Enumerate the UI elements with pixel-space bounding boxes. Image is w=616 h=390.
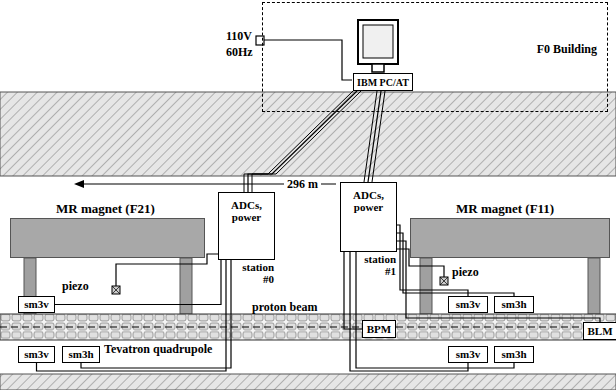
signal-wire [37,260,227,371]
box-label: BPM [367,323,391,335]
sensor-box: sm3h [494,296,534,313]
station-name: station #0 [234,261,274,285]
box-label: BLM [587,325,612,337]
station-name: station #1 [356,253,396,277]
box-label: sm3h [68,348,93,360]
box-label: sm3h [501,348,526,360]
building-outline: F0 BuildingIBM PC/AT [262,2,608,112]
piezo-sensor-mark [440,277,448,285]
piezo-sensor [440,277,448,285]
box-label: sm3v [24,348,48,360]
signal-wire [344,252,362,329]
box-label: sm3v [456,298,480,310]
piezo-sensor [112,286,120,294]
magnet-leg [180,258,192,314]
sensor-box: sm3h [494,346,534,363]
cable [248,91,357,192]
distance-label: 296 m [284,178,321,191]
monitor-screen [363,25,393,58]
cable-strand [252,91,361,192]
monitor-box: BPM [362,320,396,338]
signal-wire [55,260,221,305]
signal-wire [356,252,514,368]
magnet-body: MR magnet (F11) [410,218,610,258]
computer-box: IBM PC/AT [353,73,413,91]
station-box: ADCs, powerstation #0 [218,192,275,260]
box-label: sm3h [501,298,526,310]
piezo-sensor-mark [112,286,120,294]
box-label: ADCs, power [341,183,396,213]
frequency-label: 60Hz [226,46,253,59]
monitor-box: BLM [583,322,616,340]
power-cord [264,40,352,80]
part-label: Tevatron quadrupole [104,343,212,356]
sensor-box: sm3v [448,346,488,363]
monitor-stand [372,64,384,72]
station-box: ADCs, powerstation #1 [340,182,397,252]
part-label: piezo [452,266,479,279]
voltage-label: 110V [226,30,252,43]
box-label: IBM PC/AT [357,77,409,88]
beam-line [0,326,616,327]
magnet-leg [588,258,600,314]
ground-band [0,92,616,176]
region-title: F0 Building [537,43,597,56]
part-label: piezo [62,280,89,293]
cable [368,91,381,182]
cable-strand [244,91,353,192]
sensor-box: sm3v [448,296,488,313]
magnet-title: MR magnet (F11) [456,202,554,216]
box-label: sm3v [456,348,480,360]
sensor-box: sm3v [18,296,55,313]
magnet-body: MR magnet (F21) [10,218,205,258]
ground-band [0,374,616,390]
piezo-wire [116,254,218,286]
sensor-box: sm3h [62,346,100,363]
box-label: ADCs, power [219,193,274,223]
signal-wire [81,260,231,368]
distance-arrowhead [74,180,84,188]
magnet-title: MR magnet (F21) [56,202,155,216]
box-label: sm3v [24,298,48,310]
sensor-box: sm3v [18,346,55,363]
beam-label: proton beam [252,301,317,314]
monitor [358,20,398,64]
